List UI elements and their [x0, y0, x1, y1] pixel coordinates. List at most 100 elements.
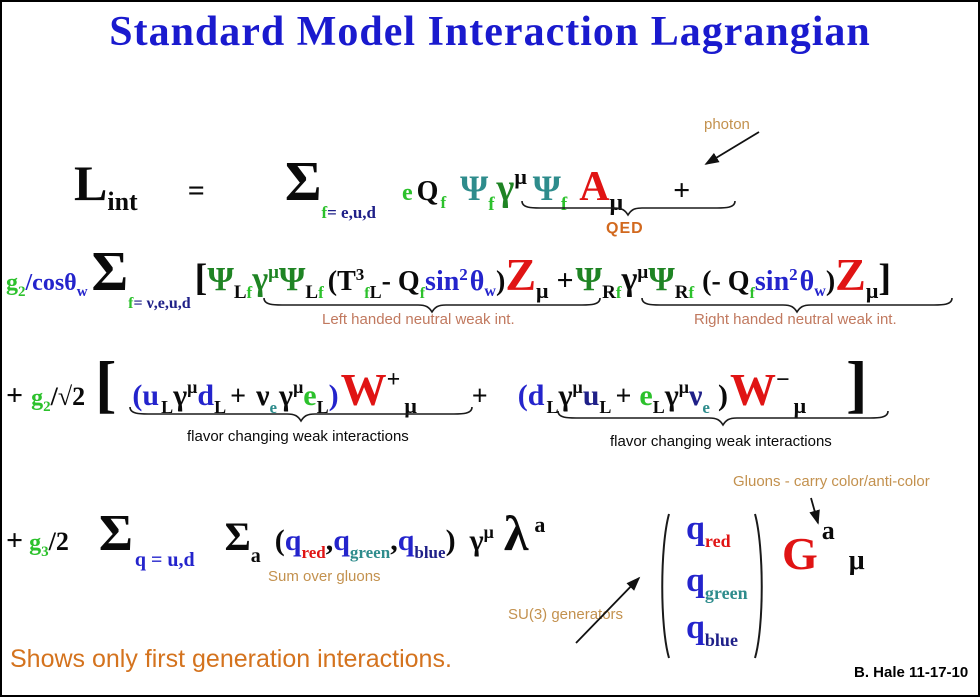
- electron-L: L: [316, 397, 329, 417]
- sum-quarks-sub: q = u,d: [134, 549, 195, 571]
- close-paren: ): [825, 266, 836, 297]
- Q-sub-f: f: [419, 285, 426, 302]
- right-bracket: ]: [846, 348, 868, 419]
- qed-label: QED: [606, 220, 644, 237]
- gluon-field-mu: μ: [848, 545, 865, 576]
- sin-sup: 2: [459, 265, 468, 284]
- sum-gluons-label: Sum over gluons: [268, 568, 381, 585]
- close-paren: ): [495, 266, 506, 297]
- psi-symbol: Ψ: [532, 168, 561, 208]
- sum-symbol: Σ: [91, 241, 129, 303]
- sum-gluons-sub: a: [250, 545, 261, 567]
- open-paren: (: [274, 524, 285, 557]
- gamma-mu-sup: μ: [293, 377, 304, 397]
- sum-index-f: f: [321, 203, 328, 222]
- quark-blue: q: [686, 609, 705, 646]
- lambda-a-sup: a: [534, 512, 546, 537]
- sum-gluons: Σ: [224, 514, 251, 559]
- psi-R-bar-R: R: [602, 282, 616, 303]
- d-quark-L: L: [214, 397, 227, 417]
- quark-green-sub: green: [704, 583, 748, 603]
- left-bracket: [: [194, 257, 208, 299]
- gamma-symbol: γ: [252, 261, 269, 298]
- neutrino: ν: [256, 379, 270, 412]
- gamma-symbol: γ: [621, 261, 638, 298]
- theta-w: θ: [469, 266, 485, 297]
- coupling-g3: g: [29, 530, 42, 556]
- theta-w-sub: w: [484, 283, 496, 300]
- coupling-g2-sub: 2: [43, 399, 51, 415]
- plus-sign: +: [556, 264, 574, 297]
- photon-field-mu: μ: [609, 190, 624, 216]
- isospin-sup: 3: [355, 265, 365, 284]
- d-quark: d: [197, 379, 215, 412]
- vector-q-blue: qblue: [686, 609, 738, 651]
- psi-L-bar: Ψ: [207, 261, 234, 298]
- photon-field-A: A: [579, 164, 610, 210]
- quark-green: q: [333, 524, 350, 557]
- plus-sign: +: [6, 379, 24, 412]
- psi-bar-sub: f: [488, 194, 495, 215]
- quark-green: q: [686, 562, 705, 599]
- theta-w: θ: [799, 266, 815, 297]
- flavor-left-label: flavor changing weak interactions: [187, 428, 409, 445]
- neutrino-e-sub: e: [702, 398, 710, 417]
- quark-blue-sub: blue: [414, 543, 446, 562]
- page-title: Standard Model Interaction Lagrangian: [109, 9, 871, 55]
- W-minus-boson: W: [729, 364, 776, 415]
- gamma-symbol: γ: [496, 167, 515, 209]
- close-paren: ): [445, 524, 456, 557]
- neutrino-e-sub: e: [269, 398, 278, 417]
- sin-term: sin: [425, 266, 460, 297]
- theta-w-sub: w: [814, 283, 826, 300]
- u-quark-L: L: [161, 397, 174, 417]
- gamma-symbol: γ: [173, 379, 188, 412]
- quark-red: q: [284, 524, 302, 557]
- footer-note: Shows only first generation interactions…: [10, 645, 452, 673]
- vector-paren-right: [754, 513, 763, 659]
- gamma-symbol: γ: [469, 524, 484, 557]
- psi-R-R: R: [674, 282, 689, 303]
- sum-quarks: Σ: [98, 505, 133, 562]
- u-quark: u: [142, 379, 160, 412]
- W-plus-boson: W: [340, 364, 387, 415]
- d-quark-L: L: [546, 397, 559, 417]
- psi-R-bar-f: f: [615, 283, 622, 302]
- vector-paren-left: [661, 513, 670, 659]
- psi-L-bar-f: f: [246, 283, 253, 302]
- minus-Q: - Q: [381, 266, 420, 297]
- sin-term: sin: [754, 266, 790, 297]
- W-minus-sign: −: [775, 367, 790, 393]
- electron: e: [639, 379, 653, 412]
- sum-symbol: Σ: [284, 151, 322, 213]
- plus-sign: +: [673, 174, 691, 207]
- lambda-gellmann: λ: [503, 505, 529, 561]
- eq-line-neutral-weak: g2/cos θwΣf = ν,e,u,d[ΨLfγμΨLf(T3fL- Qfs…: [6, 240, 891, 313]
- psi-L-f: f: [318, 283, 324, 302]
- quark-red-sub: red: [704, 531, 731, 551]
- Z-boson: Z: [835, 249, 866, 300]
- theta-w-sub: w: [76, 284, 88, 300]
- plus-sign: +: [230, 381, 247, 412]
- quark-red: q: [686, 510, 705, 547]
- charge-Q-sub: f: [440, 193, 447, 212]
- psi-R-bar: Ψ: [575, 261, 603, 298]
- comma: ,: [390, 524, 398, 557]
- gluon-field-a-sup: a: [821, 516, 835, 545]
- psi-R-f: f: [688, 283, 695, 302]
- open-paren: (: [132, 379, 143, 412]
- Q-sub-f: f: [749, 285, 755, 302]
- W-minus-mu: μ: [793, 393, 807, 418]
- close-paren: ): [717, 379, 728, 412]
- photon-arrow: [704, 131, 760, 165]
- charge-e: e: [402, 180, 413, 206]
- open-paren: (: [517, 379, 528, 412]
- psi-L-L: L: [305, 282, 319, 303]
- gluons-label: Gluons - carry color/anti-color: [733, 473, 930, 490]
- isospin-sub-f: f: [364, 285, 370, 302]
- photon-label: photon: [704, 116, 750, 133]
- right-weak-label: Right handed neutral weak int.: [694, 311, 897, 328]
